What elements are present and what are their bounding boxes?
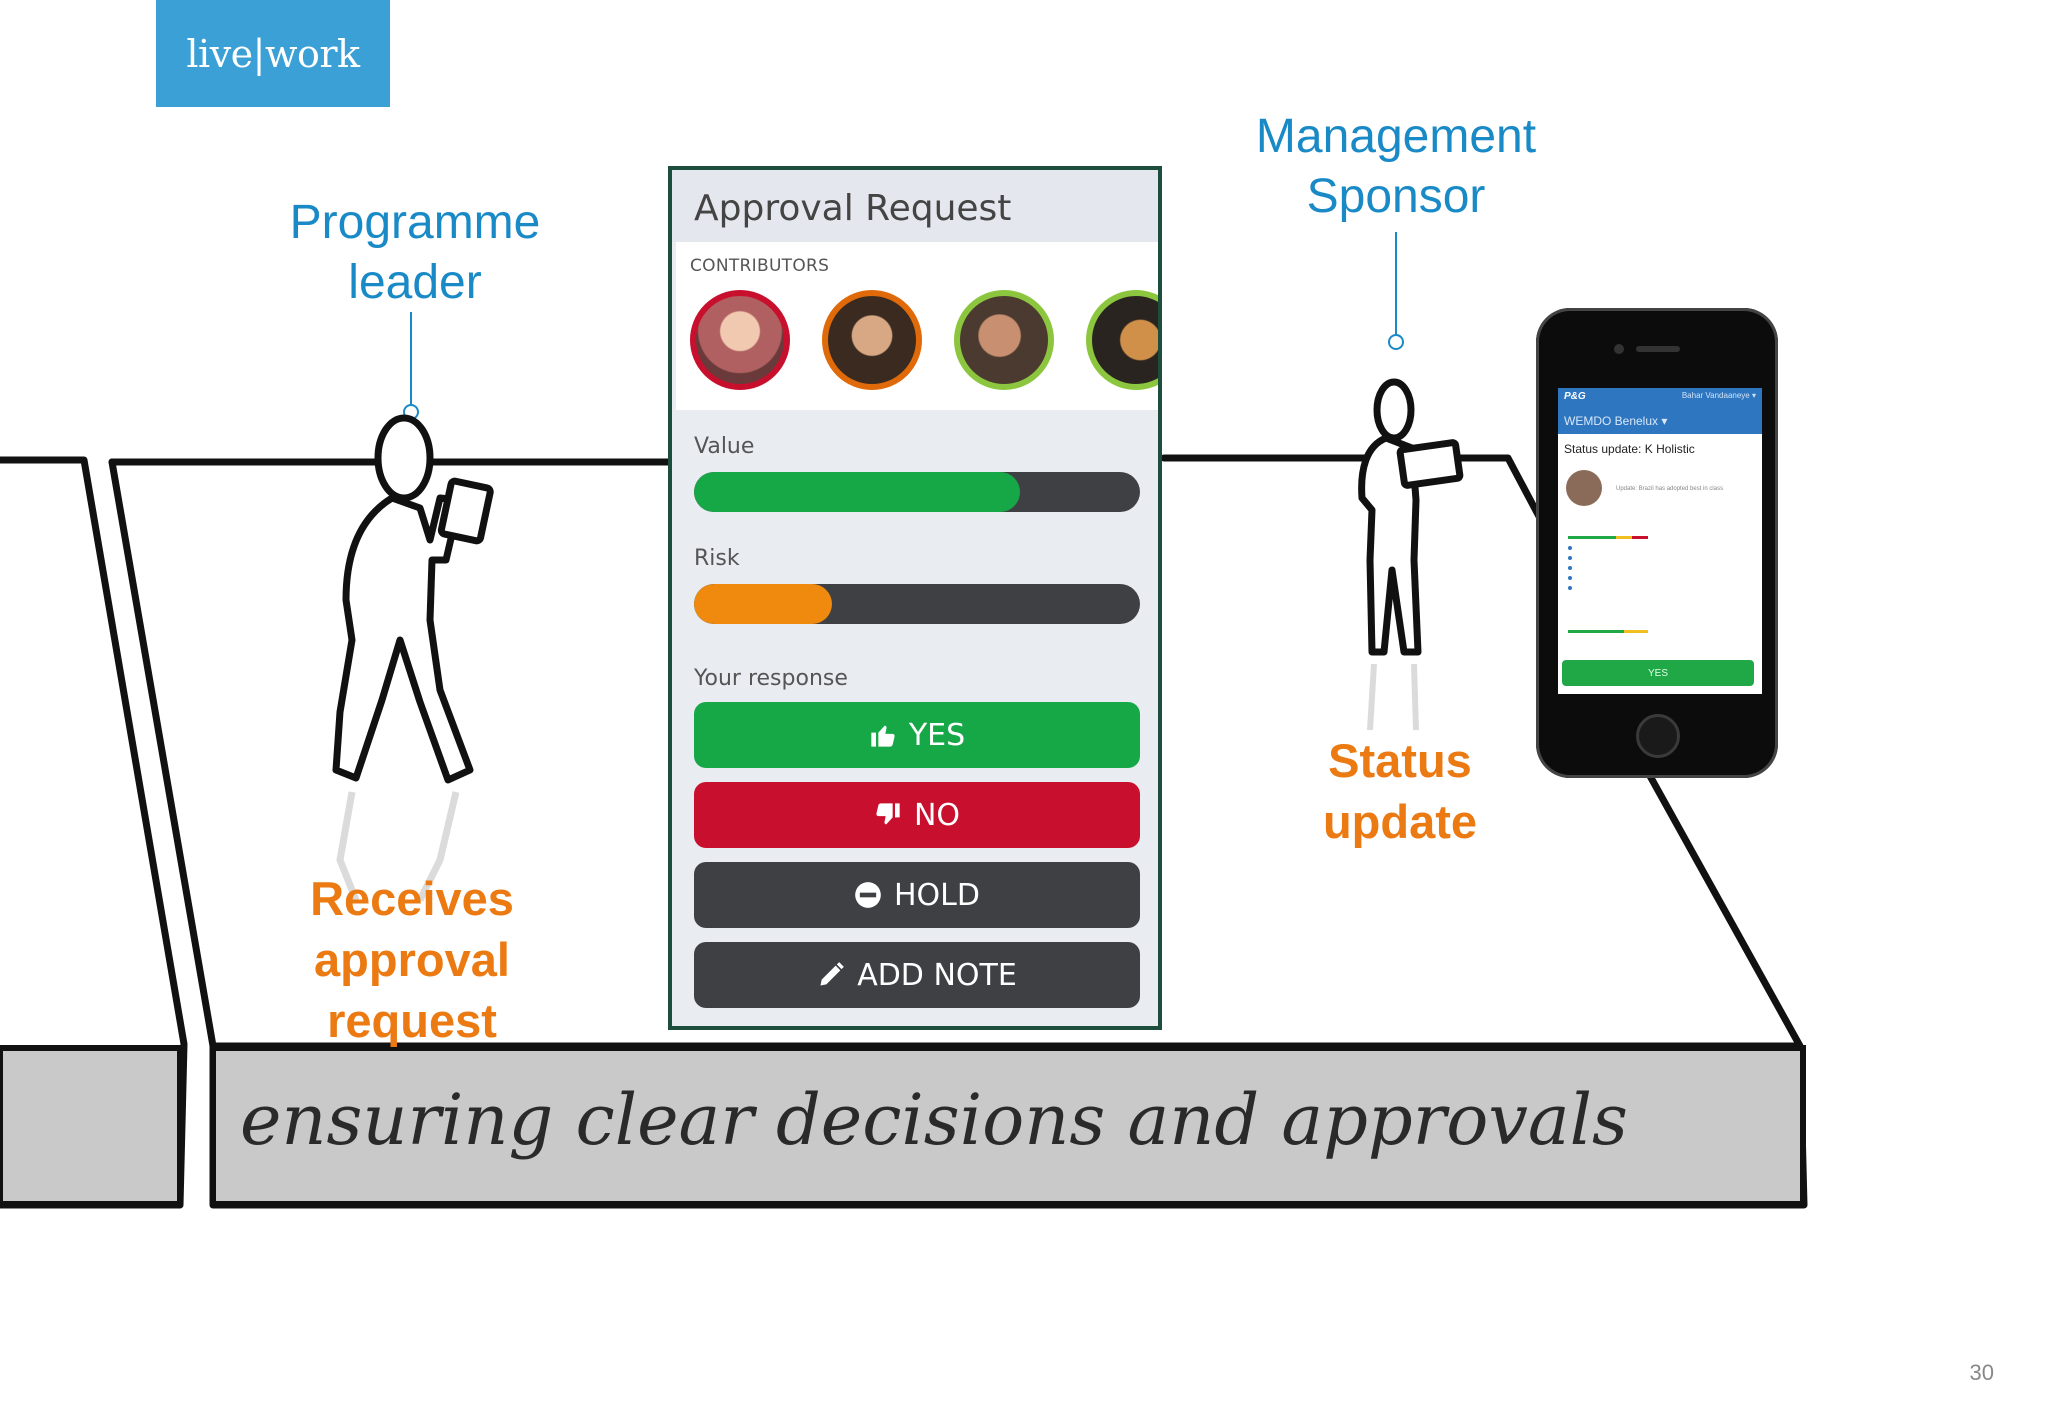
- phone-yes-button[interactable]: YES: [1562, 660, 1754, 686]
- approval-request-panel: Approval Request CONTRIBUTORS Value Risk…: [668, 166, 1162, 1030]
- phone-list-dot: [1568, 566, 1572, 570]
- management-sponsor-line2: Sponsor: [1306, 170, 1486, 223]
- hold-label: HOLD: [894, 877, 980, 913]
- phone-workspace-menu[interactable]: WEMDO Benelux ▾: [1564, 414, 1668, 428]
- contributors-label: CONTRIBUTORS: [690, 256, 830, 276]
- yes-label: YES: [908, 717, 966, 753]
- receives-approval-label: Receives approval request: [252, 868, 572, 1051]
- programme-leader-line1: Programme: [289, 196, 541, 249]
- programme-leader-line2: leader: [348, 256, 482, 309]
- yes-button[interactable]: YES: [694, 702, 1140, 768]
- phone-screen: P&G Bahar Vandaaneye ▾ WEMDO Benelux ▾ S…: [1558, 388, 1762, 694]
- thumbs-down-icon: [874, 801, 902, 829]
- logo-text: live|work: [186, 31, 360, 76]
- contributor-avatar-2[interactable]: [822, 290, 922, 390]
- risk-label: Risk: [694, 546, 740, 571]
- phone-list-dot: [1568, 586, 1572, 590]
- banner-tagline: ensuring clear decisions and approvals: [240, 1079, 1628, 1161]
- minus-circle-icon: [854, 881, 882, 909]
- programme-leader-reflection: [336, 791, 460, 902]
- risk-bar: [694, 584, 1140, 624]
- hold-button[interactable]: HOLD: [694, 862, 1140, 928]
- status-update-label: Status update: [1270, 730, 1530, 852]
- status-line1: Status: [1328, 734, 1472, 787]
- value-label: Value: [694, 434, 755, 459]
- phone-status-title: Status update: K Holistic: [1564, 442, 1695, 456]
- phone-user-menu[interactable]: Bahar Vandaaneye ▾: [1681, 391, 1756, 400]
- phone-camera-icon: [1614, 344, 1624, 354]
- response-label: Your response: [694, 666, 848, 691]
- phone-update-text: Update: Brazil has adopted best in class: [1616, 486, 1724, 492]
- page-number: 30: [1969, 1360, 1994, 1385]
- value-bar-fill: [694, 472, 1020, 512]
- phone-list-dot: [1568, 546, 1572, 550]
- value-bar: [694, 472, 1140, 512]
- contributors-section: CONTRIBUTORS: [676, 242, 1158, 410]
- add-note-label: ADD NOTE: [857, 957, 1017, 993]
- panel-title: Approval Request: [694, 188, 1012, 229]
- phone-progress-line: [1568, 536, 1648, 539]
- phone-home-button[interactable]: [1636, 714, 1680, 758]
- status-line2: update: [1322, 795, 1478, 848]
- pencil-icon: [817, 961, 845, 989]
- phone-app-header: P&G Bahar Vandaaneye ▾ WEMDO Benelux ▾: [1558, 388, 1762, 434]
- receives-line2: approval: [314, 933, 510, 986]
- phone-speaker: [1636, 346, 1680, 352]
- receives-line3: request: [327, 994, 497, 1047]
- phone-brand: P&G: [1564, 391, 1586, 402]
- phone-yes-label: YES: [1647, 667, 1668, 679]
- management-sponsor-figure: [1358, 378, 1464, 656]
- management-sponsor-line1: Management: [1255, 110, 1537, 163]
- contributor-avatar-1[interactable]: [690, 290, 790, 390]
- risk-bar-fill: [694, 584, 833, 624]
- programme-leader-figure: [332, 414, 494, 784]
- thumbs-up-icon: [869, 721, 897, 749]
- phone-avatar: [1566, 470, 1602, 506]
- add-note-button[interactable]: ADD NOTE: [694, 942, 1140, 1008]
- programme-leader-label: Programme leader: [250, 193, 580, 313]
- panel-header: Approval Request: [672, 170, 1158, 242]
- phone-progress-line: [1568, 630, 1648, 633]
- management-sponsor-label: Management Sponsor: [1226, 107, 1566, 227]
- no-button[interactable]: NO: [694, 782, 1140, 848]
- banner-shapes: [0, 1045, 1806, 1207]
- phone-list-dot: [1568, 556, 1572, 560]
- livework-logo: live|work: [156, 0, 390, 107]
- management-sponsor-reflection: [1367, 663, 1419, 731]
- contributor-avatar-3[interactable]: [954, 290, 1054, 390]
- receives-line1: Receives: [310, 872, 514, 925]
- phone-list-dot: [1568, 576, 1572, 580]
- no-label: NO: [913, 797, 961, 833]
- contributor-avatar-4[interactable]: [1086, 290, 1158, 390]
